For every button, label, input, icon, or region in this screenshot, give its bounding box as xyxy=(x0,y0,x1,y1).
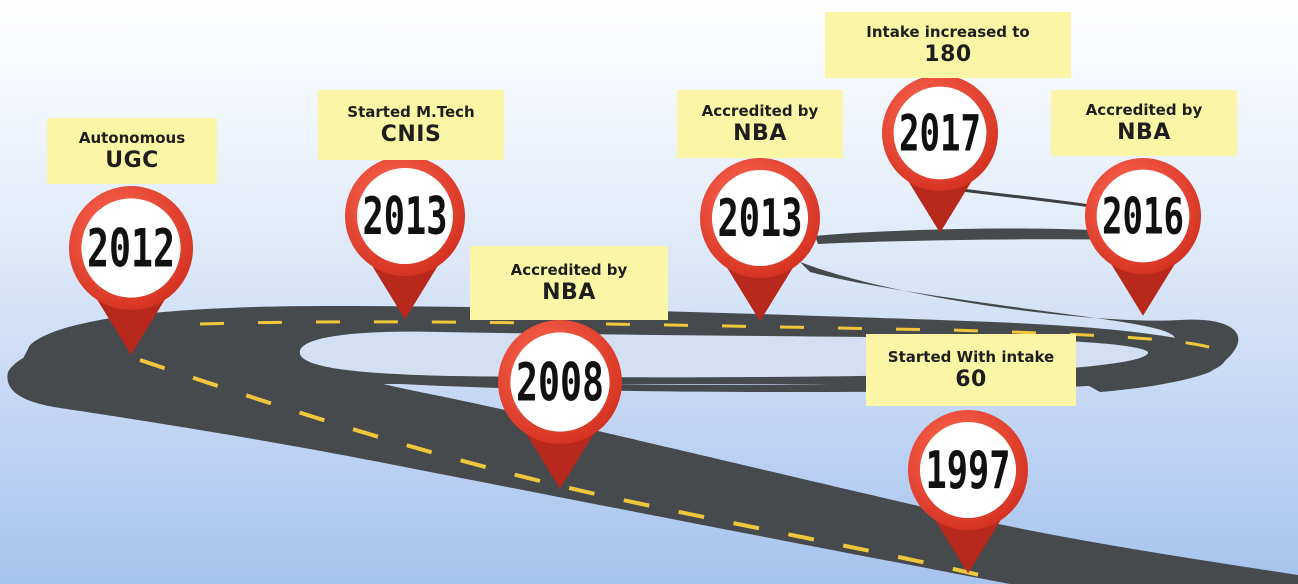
pin-face xyxy=(1096,169,1190,263)
location-pin-icon: 2012 xyxy=(69,186,193,355)
road-back-thin xyxy=(961,188,1091,208)
location-pin-icon: 1997 xyxy=(908,410,1028,574)
road-back-segment xyxy=(815,228,1120,244)
milestone-caption: Autonomous xyxy=(78,128,186,147)
milestone-year: 2013 xyxy=(718,189,803,249)
road-lane-dashes xyxy=(139,358,1001,582)
milestone-year: 2012 xyxy=(87,219,175,280)
location-pin-icon: 2016 xyxy=(1085,158,1201,316)
milestone-year: 1997 xyxy=(926,441,1011,501)
milestone-caption: Started With intake xyxy=(887,347,1055,366)
milestone-highlight: 60 xyxy=(955,366,987,392)
location-pin-icon: 2017 xyxy=(882,75,998,233)
milestone-caption: Accredited by xyxy=(701,101,819,120)
milestone-caption: Intake increased to xyxy=(866,22,1030,41)
pin-face xyxy=(712,170,808,266)
location-pin-icon: 2008 xyxy=(498,320,622,489)
milestone-caption: Accredited by xyxy=(510,260,628,279)
location-pin-icon: 2013 xyxy=(700,158,820,322)
pin-face xyxy=(357,168,453,264)
milestone-highlight: CNIS xyxy=(380,121,442,147)
milestone-year: 2008 xyxy=(516,353,604,414)
milestone-highlight: UGC xyxy=(105,147,159,173)
milestone-year: 2016 xyxy=(1102,187,1184,245)
pin-face xyxy=(81,198,181,298)
milestone-highlight: 180 xyxy=(924,41,972,67)
location-pin-icon: 2013 xyxy=(345,156,465,320)
milestone-highlight: NBA xyxy=(542,279,596,305)
milestone-year: 2017 xyxy=(899,104,981,162)
pin-face xyxy=(510,332,610,432)
road-lane-dashes-loop xyxy=(199,320,1219,352)
pin-face xyxy=(920,422,1016,518)
milestone-highlight: NBA xyxy=(733,120,787,146)
milestone-caption: Started M.Tech xyxy=(347,102,475,121)
pin-face xyxy=(893,86,987,180)
milestone-year: 2013 xyxy=(363,187,448,247)
milestone-caption: Accredited by xyxy=(1085,100,1203,119)
milestone-highlight: NBA xyxy=(1117,119,1171,145)
road-far-segment xyxy=(800,262,1239,392)
